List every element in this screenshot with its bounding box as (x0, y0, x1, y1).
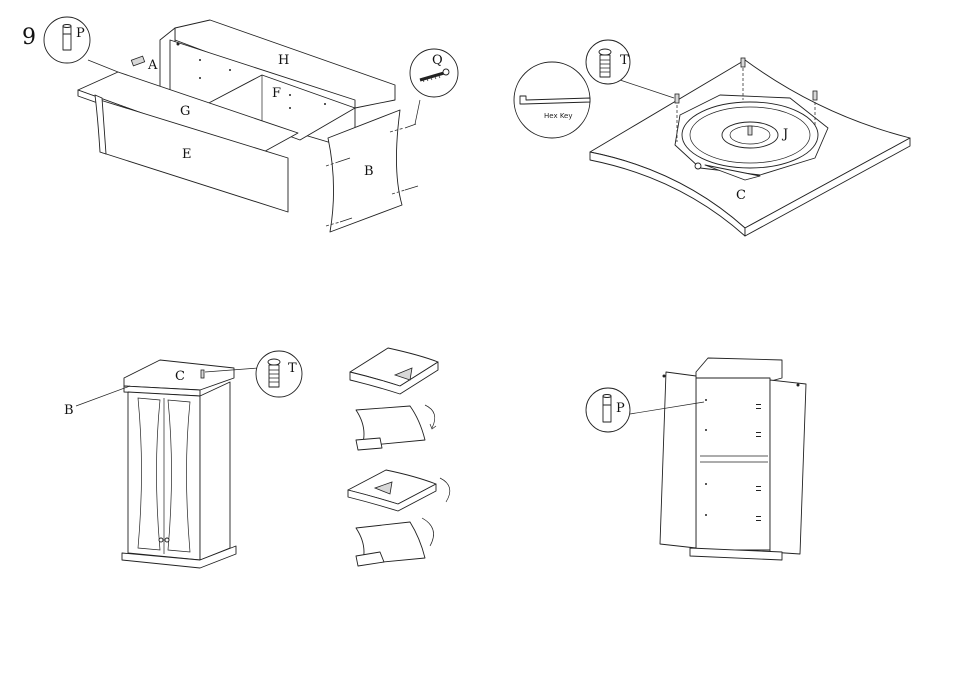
label-e: E (182, 147, 192, 162)
cabinet-side (200, 382, 230, 560)
label-t-2: T (288, 361, 297, 376)
rotation-step-3 (348, 470, 450, 511)
panel-open-cabinet: P (586, 358, 806, 560)
hinge-pin-icon-2 (603, 395, 611, 423)
label-t: T (620, 53, 629, 68)
label-b-2: B (64, 403, 74, 418)
rotation-step-1 (350, 348, 438, 394)
open-cabinet-interior (696, 378, 770, 550)
label-g: G (180, 104, 190, 119)
hinge (131, 56, 144, 66)
label-p-2: P (616, 401, 625, 416)
rotation-step-4 (356, 518, 434, 566)
label-p: P (76, 26, 85, 41)
bolt-icon-2 (268, 359, 280, 387)
label-q: Q (432, 53, 443, 68)
hex-key-label: Hex Key (544, 112, 573, 120)
label-j: J (781, 127, 788, 142)
step-number: 9 (22, 25, 36, 50)
label-b: B (364, 164, 374, 179)
panel-carcass-assembly: P Q A H G F E B (44, 17, 458, 232)
label-a: A (147, 58, 158, 73)
hinge-pin-icon (63, 25, 71, 51)
bolt-icon (599, 49, 611, 77)
panel-turntable: T Hex Key J C (514, 40, 910, 236)
panel-rotation-sequence (348, 348, 450, 566)
label-h: H (278, 53, 289, 68)
label-f: F (272, 86, 281, 101)
panel-assembled-cabinet: T C B (64, 351, 302, 568)
label-c-2: C (175, 369, 185, 384)
left-door (660, 372, 696, 548)
right-door (770, 380, 806, 554)
label-c: C (736, 188, 746, 203)
rotation-step-2 (356, 405, 436, 450)
